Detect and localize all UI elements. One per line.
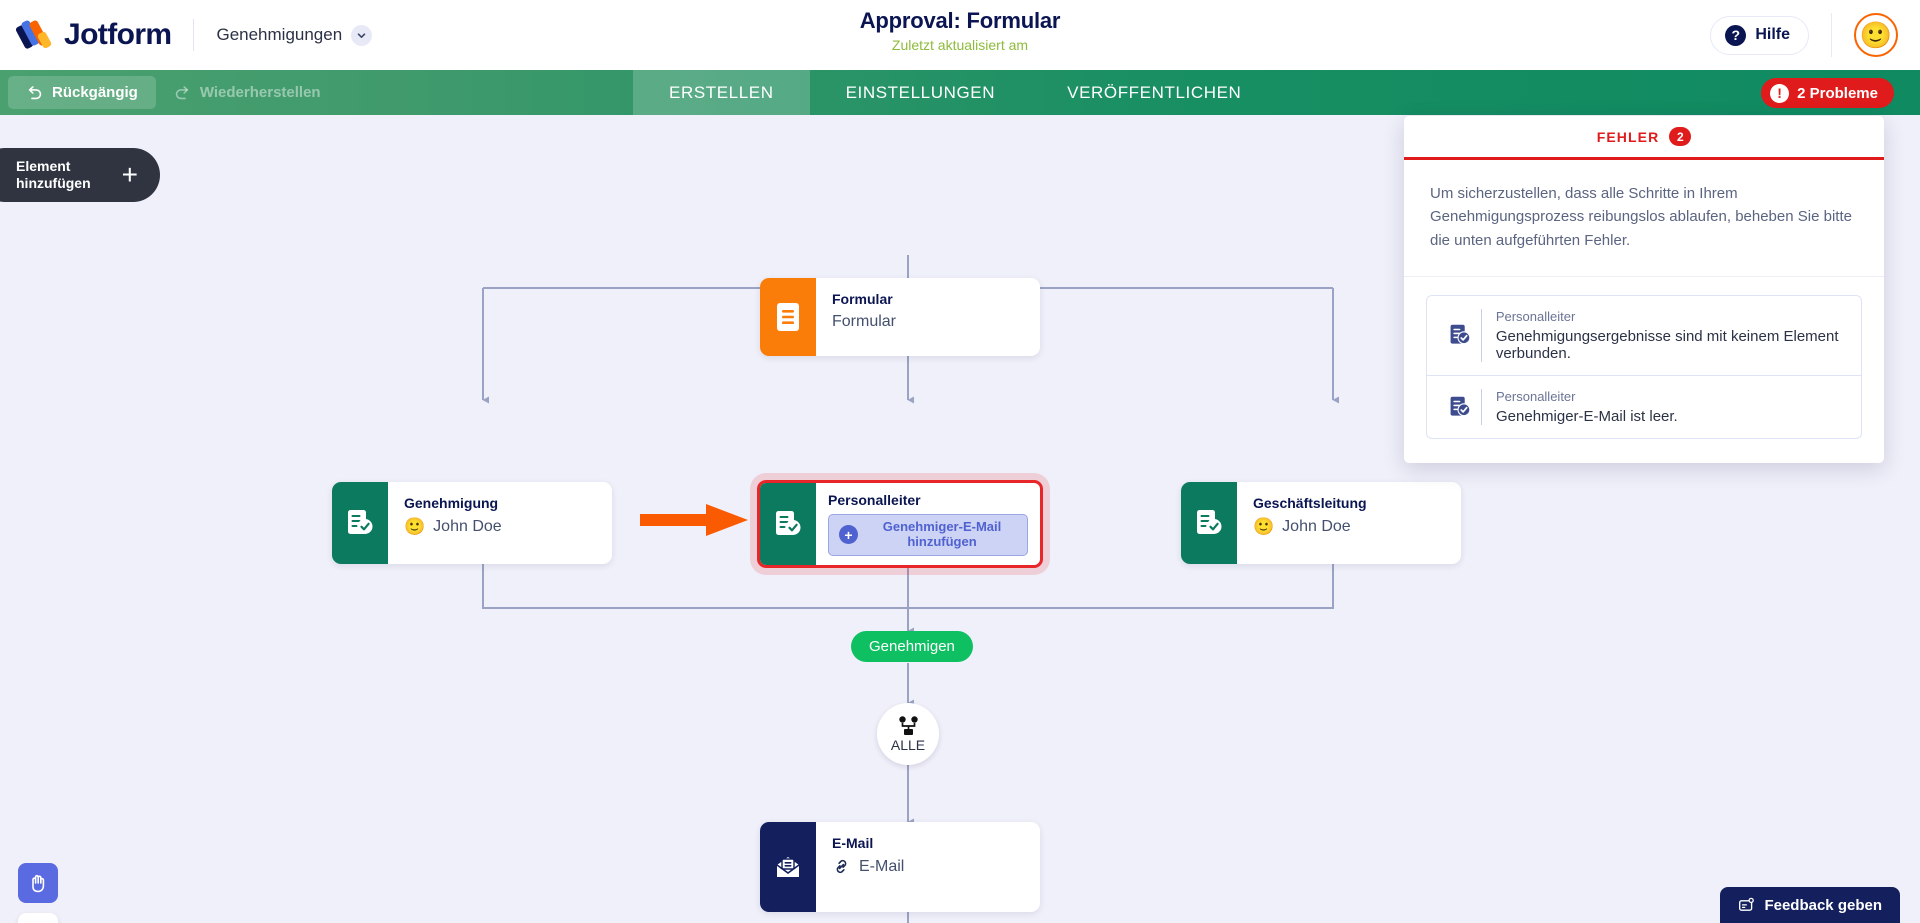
approval-icon — [1443, 395, 1477, 419]
node-form-title: Formular — [832, 291, 893, 307]
node-approval-geschaeftsleitung[interactable]: Geschäftsleitung 🙂 John Doe — [1181, 482, 1461, 564]
top-bar: Jotform Genehmigungen Approval: Formular… — [0, 0, 1920, 70]
product-switcher-label: Genehmigungen — [216, 25, 343, 44]
issues-button[interactable]: ! 2 Probleme — [1761, 78, 1894, 108]
group-users-icon — [898, 715, 918, 735]
add-approver-email-label: Genehmiger-E-Mail hinzufügen — [882, 519, 1002, 549]
errors-count-badge: 2 — [1669, 127, 1692, 146]
node-approval-left-subtitle: 🙂 John Doe — [404, 517, 596, 537]
person-emoji: 🙂 — [1253, 517, 1275, 536]
node-email[interactable]: E-Mail E-Mail — [760, 822, 1040, 912]
builder-toolbar: Rückgängig Wiederherstellen ERSTELLEN EI… — [0, 70, 1920, 173]
approve-branch-label: Genehmigen — [869, 638, 955, 655]
error-item-title: Personalleiter — [1496, 388, 1576, 404]
approval-icon — [1443, 323, 1477, 347]
error-item-divider — [1481, 388, 1482, 425]
node-email-subtitle: E-Mail — [832, 857, 1024, 876]
avatar[interactable]: 🙂 — [1854, 13, 1898, 57]
node-approval-personalleiter[interactable]: Personalleiter + Genehmiger-E-Mail hinzu… — [757, 480, 1043, 568]
jotform-logo-icon — [14, 18, 53, 52]
node-form-subtitle: Formular — [832, 313, 897, 330]
tab-veroeffentlichen[interactable]: VERÖFFENTLICHEN — [1067, 82, 1242, 102]
logo-home-link[interactable]: Jotform — [14, 18, 172, 52]
approval-icon — [332, 482, 388, 564]
error-item-text: Personalleiter Genehmiger-E-Mail ist lee… — [1496, 389, 1678, 425]
add-approver-email-button[interactable]: + Genehmiger-E-Mail hinzufügen — [828, 514, 1028, 556]
node-form[interactable]: Formular Formular — [760, 278, 1040, 356]
redo-label: Wiederherstellen — [199, 84, 321, 101]
question-mark-icon: ? — [1725, 24, 1747, 46]
redo-button[interactable]: Wiederherstellen — [156, 76, 339, 109]
approval-icon — [760, 483, 816, 565]
errors-tab-label: FEHLER — [1596, 128, 1660, 145]
error-item-divider — [1481, 308, 1482, 362]
undo-label: Rückgängig — [52, 84, 138, 101]
person-emoji: 🙂 — [404, 517, 426, 536]
all-gate-node[interactable]: ALLE — [877, 703, 939, 765]
tab-einstellungen[interactable]: EINSTELLUNGEN — [845, 82, 996, 102]
undo-redo-group: Rückgängig Wiederherstellen — [8, 76, 339, 109]
hand-icon — [32, 874, 45, 893]
undo-icon — [28, 86, 42, 100]
approval-icon — [1181, 482, 1237, 564]
plus-icon: + — [121, 159, 138, 190]
errors-description: Um sicherzustellen, dass alle Schritte i… — [1404, 160, 1884, 277]
node-approval-left-body: Genehmigung 🙂 John Doe — [388, 482, 612, 564]
node-email-body: E-Mail E-Mail — [816, 822, 1040, 912]
node-approval-right-assignee: John Doe — [1282, 518, 1351, 535]
top-bar-right: ? Hilfe 🙂 — [1710, 0, 1920, 70]
approve-branch-pill[interactable]: Genehmigen — [851, 631, 973, 662]
redo-icon — [175, 86, 189, 100]
error-item-title: Personalleiter — [1495, 308, 1576, 324]
node-approval-right-subtitle: 🙂 John Doe — [1253, 517, 1445, 537]
tab-erstellen[interactable]: ERSTELLEN — [633, 70, 810, 115]
help-label: Hilfe — [1755, 26, 1790, 43]
zoom-in-button[interactable]: + — [18, 913, 58, 923]
error-list-item[interactable]: Personalleiter Genehmiger-E-Mail ist lee… — [1427, 374, 1861, 438]
feedback-label: Feedback geben — [1764, 896, 1882, 914]
add-element-button[interactable]: Element hinzufügen + — [0, 148, 160, 202]
form-icon — [760, 278, 816, 356]
errors-items-group: Personalleiter Genehmigungsergebnisse si… — [1426, 294, 1862, 439]
builder-tabs: ERSTELLEN EINSTELLUNGEN VERÖFFENTLICHEN — [633, 70, 1277, 115]
feedback-icon — [1739, 897, 1755, 911]
errors-list: Personalleiter Genehmigungsergebnisse si… — [1404, 277, 1884, 463]
issues-label: 2 Probleme — [1797, 84, 1878, 102]
node-approval-left-title: Genehmigung — [404, 495, 499, 511]
pan-hand-tool-button[interactable] — [18, 863, 58, 903]
node-approval-center-title: Personalleiter — [828, 492, 921, 508]
error-list-item[interactable]: Personalleiter Genehmigungsergebnisse si… — [1427, 296, 1861, 375]
node-approval-center-body: Personalleiter + Genehmiger-E-Mail hinzu… — [816, 483, 1040, 565]
error-item-text: Personalleiter Genehmigungsergebnisse si… — [1496, 309, 1845, 362]
header-divider — [193, 19, 195, 51]
chevron-down-icon — [351, 24, 373, 46]
node-email-link-label: E-Mail — [859, 857, 905, 875]
node-approval-right-body: Geschäftsleitung 🙂 John Doe — [1237, 482, 1461, 564]
undo-button[interactable]: Rückgängig — [8, 76, 156, 109]
node-approval-genehmigung[interactable]: Genehmigung 🙂 John Doe — [332, 482, 612, 564]
help-button[interactable]: ? Hilfe — [1710, 15, 1809, 55]
alert-icon: ! — [1770, 83, 1790, 103]
node-form-body: Formular Formular — [816, 278, 1040, 356]
add-element-label: Element hinzufügen — [16, 157, 91, 192]
all-gate-label: ALLE — [890, 736, 926, 753]
feedback-button[interactable]: Feedback geben — [1720, 887, 1900, 923]
node-email-title: E-Mail — [832, 835, 874, 851]
node-approval-left-assignee: John Doe — [433, 518, 502, 535]
errors-panel: FEHLER 2 Um sicherzustellen, dass alle S… — [1404, 116, 1884, 463]
email-icon — [760, 822, 816, 912]
product-switcher[interactable]: Genehmigungen — [216, 24, 373, 46]
avatar-divider — [1831, 13, 1832, 57]
plus-icon: + — [839, 525, 858, 545]
error-item-message: Genehmigungsergebnisse sind mit keinem E… — [1495, 327, 1839, 362]
errors-panel-tab[interactable]: FEHLER 2 — [1404, 116, 1884, 160]
link-icon — [836, 859, 847, 874]
node-approval-right-title: Geschäftsleitung — [1253, 495, 1367, 511]
brand-name: Jotform — [64, 18, 172, 51]
annotation-arrow-to-node — [640, 504, 748, 536]
avatar-emoji: 🙂 — [1859, 19, 1893, 50]
error-item-message: Genehmiger-E-Mail ist leer. — [1496, 407, 1678, 425]
zoom-controls: + 100% − — [18, 913, 58, 923]
